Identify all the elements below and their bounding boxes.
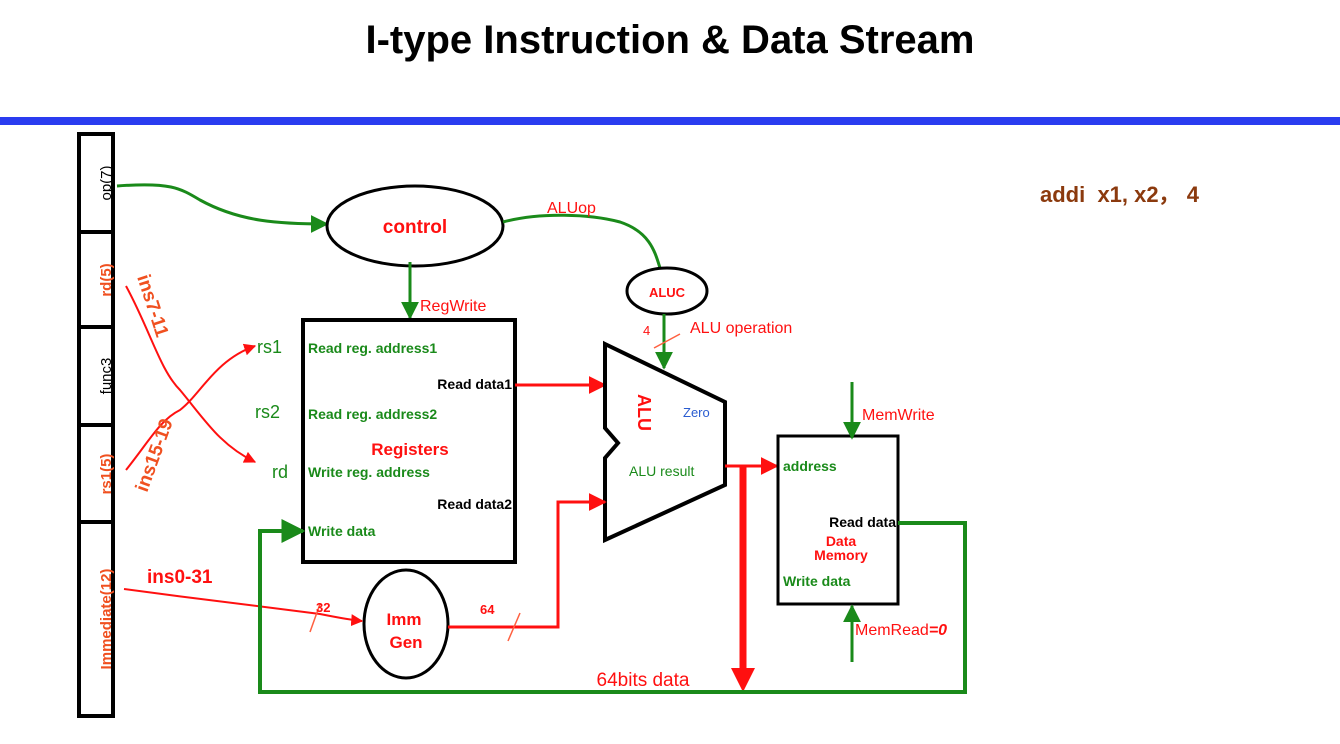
aluc-unit — [625, 266, 709, 316]
wire-imm-to-immgen — [123, 588, 364, 627]
immgen-in-width: 32 — [316, 600, 330, 615]
bus-arrowhead — [731, 668, 755, 692]
data-memory — [776, 434, 900, 606]
field-rs1: rs1(5) — [98, 454, 115, 495]
port-rd: rd — [272, 462, 288, 482]
aluc-width-label: 4 — [643, 323, 650, 338]
memread-label: MemRead=0 — [855, 622, 947, 639]
reg-read-data2: Read data2 — [437, 496, 512, 512]
mem-read-data: Read data — [829, 514, 896, 530]
rd-bits-label: ins7-11 — [132, 272, 172, 340]
rs1-bits-label: ins15-19 — [132, 416, 178, 495]
alu-unit — [603, 340, 727, 544]
alu-label: ALU — [634, 394, 654, 431]
bus-label: 64bits data — [597, 670, 690, 691]
aluop-label: ALUop — [547, 200, 596, 217]
immgen-line2: Gen — [389, 633, 422, 652]
wire-readdata-writeback — [258, 519, 967, 694]
mem-title1: Data — [826, 533, 857, 549]
register-file — [301, 318, 517, 564]
page-title: I-type Instruction & Data Stream — [365, 18, 975, 62]
imm-gen-unit — [362, 568, 450, 680]
reg-write-data: Write data — [308, 523, 376, 539]
imm-bits-label: ins0-31 — [147, 567, 213, 588]
mem-title2: Memory — [814, 547, 868, 563]
regwrite-label: RegWrite — [420, 298, 486, 315]
reg-read-addr1: Read reg. address1 — [308, 340, 437, 356]
instruction-example: addi x1, x2， 4 — [1040, 182, 1200, 207]
wire-aluop — [502, 213, 662, 269]
memwrite-label: MemWrite — [862, 407, 935, 424]
control-unit — [325, 184, 505, 268]
alu-operation-label: ALU operation — [690, 320, 792, 337]
reg-write-addr: Write reg. address — [308, 464, 430, 480]
mem-write-data: Write data — [783, 573, 851, 589]
field-func3: func3 — [98, 358, 115, 395]
title-divider — [0, 117, 1340, 125]
wire-rs1-to-read-addr1 — [125, 343, 257, 471]
field-op: op(7) — [98, 165, 115, 200]
port-rs2: rs2 — [255, 402, 280, 422]
wire-rd-to-write-addr — [125, 285, 257, 463]
memread-name: MemRead — [855, 622, 929, 639]
control-label: control — [383, 217, 447, 238]
instruction-field-bar — [77, 132, 115, 718]
port-rs1: rs1 — [257, 337, 282, 357]
reg-read-addr2: Read reg. address2 — [308, 406, 437, 422]
field-immediate: Immediate(12) — [98, 569, 115, 670]
reg-read-data1: Read data1 — [437, 376, 512, 392]
wire-op-to-control — [116, 183, 329, 233]
wire-immgen-to-alu — [448, 493, 607, 629]
mem-address: address — [783, 458, 837, 474]
field-rd: rd(5) — [98, 263, 115, 296]
alu-zero-label: Zero — [683, 405, 710, 420]
aluc-label: ALUC — [649, 285, 686, 300]
immgen-line1: Imm — [387, 610, 422, 629]
memread-value: =0 — [929, 622, 947, 639]
registers-title: Registers — [371, 440, 448, 459]
immgen-out-width: 64 — [480, 602, 495, 617]
alu-result-label: ALU result — [629, 463, 694, 479]
